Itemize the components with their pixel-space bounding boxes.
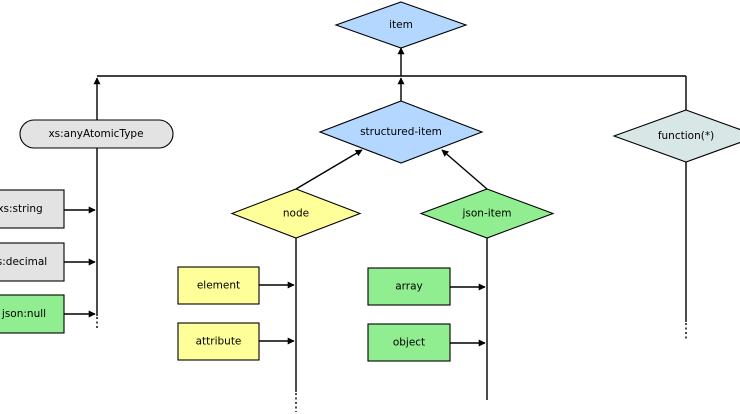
node-element: element — [177, 266, 260, 305]
node-array: array — [367, 267, 451, 306]
node-label: node — [283, 208, 309, 220]
node-decimal: s:decimal — [0, 242, 65, 282]
node-object: object — [367, 323, 451, 362]
json-null-box — [0, 294, 65, 334]
array-label: array — [395, 281, 423, 293]
function-diamond — [612, 109, 740, 163]
json-item-diamond — [419, 188, 555, 239]
node-structured-item: structured-item — [318, 100, 484, 164]
node-item: item — [334, 1, 468, 49]
element-label: element — [197, 280, 240, 292]
item-diamond — [334, 1, 468, 49]
any-atomic-type-pill — [19, 119, 174, 149]
function-label: function(*) — [658, 130, 714, 142]
structured-item-label: structured-item — [360, 126, 442, 138]
node-string: xs:string — [0, 189, 65, 229]
attribute-box — [177, 322, 260, 361]
json-null-label: json:null — [1, 308, 46, 320]
item-label: item — [389, 19, 413, 31]
object-label: object — [393, 337, 425, 349]
string-label: xs:string — [0, 203, 43, 215]
node-attribute: attribute — [177, 322, 260, 361]
json-item-label: json-item — [462, 208, 512, 220]
object-box — [367, 323, 451, 362]
edges — [64, 47, 687, 412]
decimal-label: s:decimal — [0, 256, 47, 268]
decimal-box — [0, 242, 65, 282]
any-atomic-type-label: xs:anyAtomicType — [48, 128, 143, 140]
string-box — [0, 189, 65, 229]
node-any-atomic-type: xs:anyAtomicType — [19, 119, 174, 149]
node-json-null: json:null — [0, 294, 65, 334]
edge-node-to-structured-item — [295, 149, 363, 190]
element-box — [177, 266, 260, 305]
node-json-item: json-item — [419, 188, 555, 239]
node-node: node — [230, 188, 362, 239]
edge-json-item-to-structured-item — [441, 149, 488, 190]
structured-item-diamond — [318, 100, 484, 164]
node-diamond — [230, 188, 362, 239]
attribute-label: attribute — [196, 336, 242, 348]
node-function: function(*) — [612, 109, 740, 163]
array-box — [367, 267, 451, 306]
